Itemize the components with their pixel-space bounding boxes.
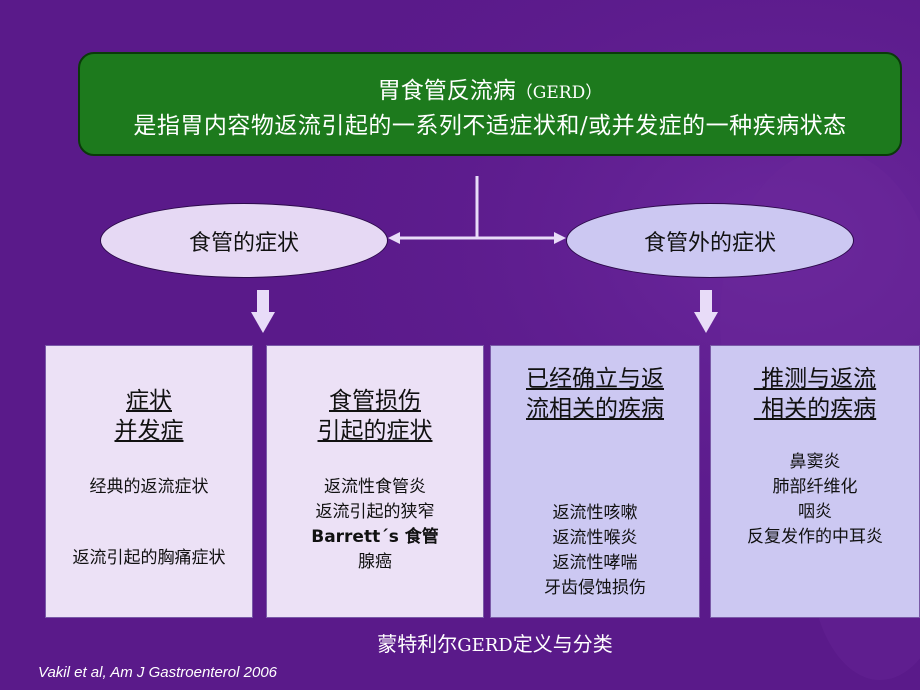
esophageal-symptoms-ellipse: 食管的症状: [100, 203, 388, 278]
esophageal-symptoms-label: 食管的症状: [188, 230, 299, 256]
card-item: 返流引起的狭窄: [315, 502, 435, 522]
card-heading-line2: 相关的疾病: [753, 396, 877, 422]
card-item: 返流性哮喘: [552, 553, 638, 573]
gerd-title: 胃食管反流病（GERD）: [80, 76, 900, 108]
caption-prefix: 蒙特利尔: [377, 632, 458, 656]
gerd-title-cn: 胃食管反流病: [377, 78, 516, 104]
gerd-definition-text: 是指胃内容物返流引起的一系列不适症状和/或并发症的一种疾病状态: [133, 113, 847, 139]
card-symptom-syndromes: 症状 并发症 经典的返流症状 返流引起的胸痛症状: [45, 345, 253, 618]
card-item: 肺部纤维化: [772, 477, 858, 497]
down-arrow-left: [251, 290, 275, 333]
card-item: 返流性咳嗽: [552, 503, 638, 523]
card-item: Barrett´s 食管: [311, 527, 439, 547]
card-esophageal-injury: 食管损伤 引起的症状 返流性食管炎 返流引起的狭窄 Barrett´s 食管 腺…: [266, 345, 484, 618]
diagram-caption: 蒙特利尔GERD定义与分类: [360, 628, 630, 657]
gerd-definition-box: 胃食管反流病（GERD） 是指胃内容物返流引起的一系列不适症状和/或并发症的一种…: [78, 52, 902, 156]
card-item: 经典的返流症状: [89, 477, 209, 497]
card-heading-line1: 食管损伤: [329, 388, 421, 414]
card-item: 返流引起的胸痛症状: [72, 548, 226, 568]
card-item: 牙齿侵蚀损伤: [544, 578, 646, 598]
card-heading-line2: 流相关的疾病: [526, 396, 664, 422]
card-item: 返流性喉炎: [552, 528, 638, 548]
extraesophageal-symptoms-label: 食管外的症状: [643, 230, 776, 256]
down-arrow-right: [694, 290, 718, 333]
card-heading-line2: 引起的症状: [317, 418, 433, 444]
caption-suffix: 定义与分类: [512, 632, 613, 656]
card-item: 返流性食管炎: [324, 477, 426, 497]
citation: Vakil et al, Am J Gastroenterol 2006: [38, 664, 278, 681]
card-item: 鼻窦炎: [789, 452, 841, 472]
card-item: 咽炎: [798, 502, 832, 522]
card-heading-line2: 并发症: [114, 418, 184, 444]
gerd-title-en: （GERD）: [515, 83, 603, 103]
card-heading-line1: 已经确立与返: [526, 366, 664, 392]
card-established-associations: 已经确立与返 流相关的疾病 返流性咳嗽 返流性喉炎 返流性哮喘 牙齿侵蚀损伤: [490, 345, 700, 618]
card-proposed-associations: 推测与返流 相关的疾病 鼻窦炎 肺部纤维化 咽炎 反复发作的中耳炎: [710, 345, 920, 618]
caption-gerd: GERD: [457, 635, 513, 656]
card-heading-line1: 推测与返流: [753, 366, 877, 392]
card-heading-line1: 症状: [126, 388, 172, 414]
right-arrowhead: [554, 232, 566, 244]
card-item: 腺癌: [358, 552, 392, 572]
card-item: 反复发作的中耳炎: [747, 527, 883, 547]
extraesophageal-symptoms-ellipse: 食管外的症状: [566, 203, 854, 278]
left-arrowhead: [388, 232, 400, 244]
